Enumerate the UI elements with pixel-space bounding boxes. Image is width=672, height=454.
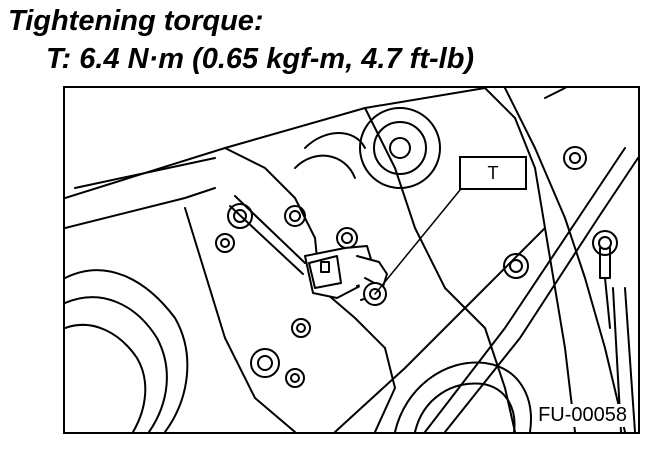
bolts <box>215 146 618 388</box>
torque-callout-label: T <box>459 156 527 190</box>
heading: Tightening torque: <box>8 5 264 37</box>
belt <box>334 147 638 432</box>
torque-spec: T: 6.4 N·m (0.65 kgf-m, 4.7 ft-lb) <box>46 43 475 75</box>
lower-pulley <box>394 361 532 432</box>
upper-pulley <box>294 107 441 189</box>
sensor <box>229 195 388 301</box>
engine-illustration <box>63 86 640 434</box>
pulley <box>65 269 189 432</box>
figure-id: FU-00058 <box>536 404 629 427</box>
torque-bolt <box>363 189 461 306</box>
